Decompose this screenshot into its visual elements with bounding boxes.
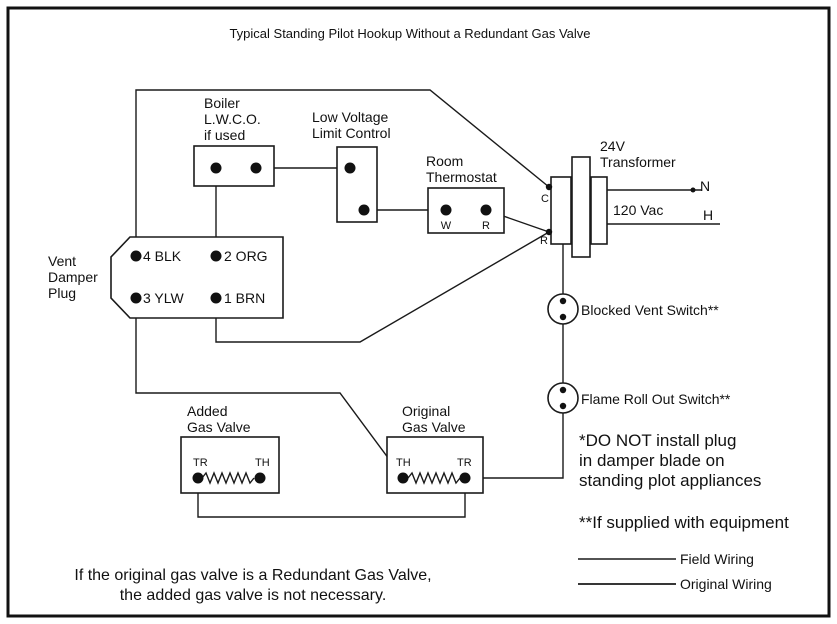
transformer-terminal-c <box>545 183 553 191</box>
transformer-primary-plate <box>550 176 572 245</box>
note-do-not-line-3: standing plot appliances <box>579 471 761 490</box>
plug-pin-3-label: 3 YLW <box>143 290 185 306</box>
original-valve-coil <box>407 471 461 485</box>
thermostat-terminal-r <box>480 204 492 216</box>
flame-roll-out-switch-contact-bottom <box>559 402 567 410</box>
thermostat-r-label: R <box>482 220 490 232</box>
added-valve-coil <box>201 471 255 485</box>
bottom-note-line-2: the added gas valve is not necessary. <box>120 587 387 604</box>
line-h-label: H <box>703 207 713 223</box>
lwco-label-1: Boiler <box>204 95 240 111</box>
limit-label-2: Limit Control <box>312 125 391 141</box>
added-valve-terminal-tr <box>192 472 204 484</box>
wiring-legend: Field Wiring Original Wiring <box>578 551 772 592</box>
line-n-dot <box>690 187 696 193</box>
blocked-vent-switch-symbol <box>547 293 579 325</box>
supply-voltage-label: 120 Vac <box>613 202 663 218</box>
thermostat-terminal-w <box>440 204 452 216</box>
note-do-not-line-1: *DO NOT install plug <box>579 431 736 450</box>
blocked-vent-switch-label: Blocked Vent Switch** <box>581 302 719 318</box>
limit-box <box>336 146 378 223</box>
added-valve-label-2: Gas Valve <box>187 419 251 435</box>
low-voltage-limit-control: Low Voltage Limit Control <box>312 109 391 223</box>
plug-label-2: Damper <box>48 269 98 285</box>
thermostat-box <box>427 187 505 234</box>
wire-ylw-down <box>135 300 404 479</box>
transformer-24v: 24V Transformer C R 120 Vac N H <box>540 138 713 258</box>
transformer-terminal-r <box>545 228 553 236</box>
flame-roll-out-switch-contact-top <box>559 386 567 394</box>
added-valve-tr-label: TR <box>193 457 208 469</box>
plug-label-1: Vent <box>48 253 76 269</box>
wire-valve-tr-loop <box>197 478 466 518</box>
diagram-title: Typical Standing Pilot Hookup Without a … <box>229 26 590 41</box>
original-valve-tr-label: TR <box>457 457 472 469</box>
plug-outline <box>110 236 284 319</box>
added-valve-terminal-th <box>254 472 266 484</box>
transformer-c-label: C <box>541 193 549 205</box>
wire-brn-to-transformer-r <box>215 231 550 343</box>
line-n-label: N <box>700 178 710 194</box>
plug-pin-4-blk <box>130 250 142 262</box>
lwco-box <box>193 145 275 187</box>
limit-terminal-top <box>344 162 356 174</box>
wire-plug-to-transformer-c <box>135 89 550 252</box>
transformer-label-1: 24V <box>600 138 626 154</box>
plug-pin-1-label: 1 BRN <box>224 290 265 306</box>
flame-roll-out-switch-label: Flame Roll Out Switch** <box>581 391 731 407</box>
blocked-vent-switch-contact-top <box>559 297 567 305</box>
plug-pin-3-ylw <box>130 292 142 304</box>
lwco-label-3: if used <box>204 127 245 143</box>
room-thermostat: Room Thermostat W R <box>426 153 505 234</box>
added-gas-valve: Added Gas Valve TR TH <box>180 403 280 494</box>
added-valve-label-1: Added <box>187 403 227 419</box>
plug-pin-4-label: 4 BLK <box>143 248 182 264</box>
thermostat-label-1: Room <box>426 153 463 169</box>
transformer-r-label: R <box>540 235 548 247</box>
bottom-note-line-1: If the original gas valve is a Redundant… <box>74 567 431 584</box>
limit-label-1: Low Voltage <box>312 109 388 125</box>
original-valve-th-label: TH <box>396 457 411 469</box>
original-valve-terminal-th <box>397 472 409 484</box>
legend-field-wiring-label: Field Wiring <box>680 551 754 567</box>
original-valve-terminal-tr <box>459 472 471 484</box>
note-do-not-line-2: in damper blade on <box>579 451 725 470</box>
lwco-terminal-2 <box>250 162 262 174</box>
thermostat-label-2: Thermostat <box>426 169 497 185</box>
added-valve-box <box>180 436 280 494</box>
plug-pin-2-org <box>210 250 222 262</box>
blocked-vent-switch-contact-bottom <box>559 313 567 321</box>
lwco-label-2: L.W.C.O. <box>204 111 261 127</box>
plug-label-3: Plug <box>48 285 76 301</box>
transformer-label-2: Transformer <box>600 154 676 170</box>
plug-pin-2-label: 2 ORG <box>224 248 268 264</box>
thermostat-w-label: W <box>441 220 452 232</box>
plug-pin-1-brn <box>210 292 222 304</box>
original-valve-label-2: Gas Valve <box>402 419 466 435</box>
note-if-supplied: **If supplied with equipment <box>579 513 789 532</box>
blocked-vent-switch: Blocked Vent Switch** <box>547 293 719 325</box>
installation-notes: *DO NOT install plug in damper blade on … <box>579 431 789 532</box>
original-gas-valve: Original Gas Valve TH TR <box>386 403 484 494</box>
transformer-secondary-plate <box>590 176 608 245</box>
lwco-terminal-1 <box>210 162 222 174</box>
boiler-lwco: Boiler L.W.C.O. if used <box>193 95 275 187</box>
original-valve-box <box>386 436 484 494</box>
flame-roll-out-switch-symbol <box>547 382 579 414</box>
redundant-valve-note: If the original gas valve is a Redundant… <box>74 567 431 604</box>
limit-terminal-bottom <box>358 204 370 216</box>
vent-damper-plug: Vent Damper Plug 4 BLK 2 ORG 3 YLW 1 BRN <box>48 236 284 319</box>
added-valve-th-label: TH <box>255 457 270 469</box>
original-valve-label-1: Original <box>402 403 450 419</box>
flame-roll-out-switch: Flame Roll Out Switch** <box>547 382 731 414</box>
transformer-core <box>571 156 591 258</box>
legend-original-wiring-label: Original Wiring <box>680 576 772 592</box>
